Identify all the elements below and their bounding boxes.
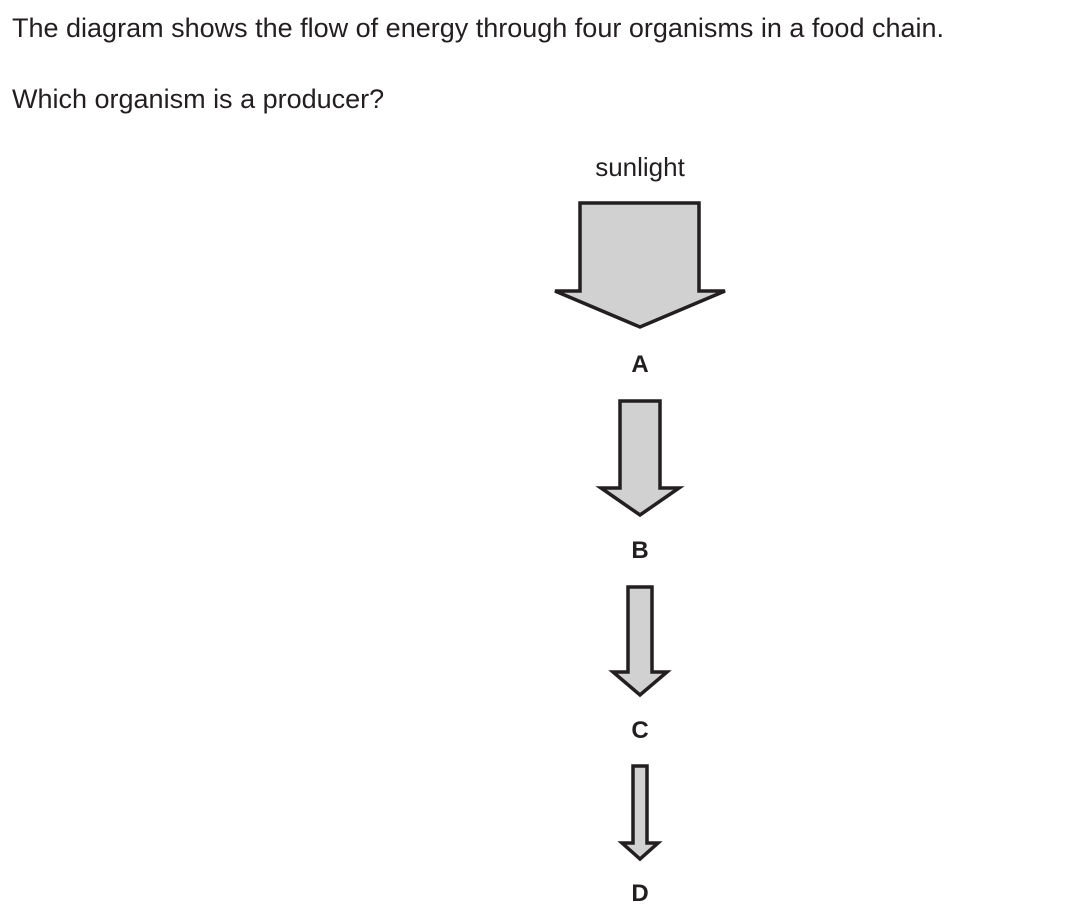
question-prompt: Which organism is a producer? — [12, 84, 385, 114]
question-intro: The diagram shows the flow of energy thr… — [12, 13, 945, 43]
energy-arrow-a-to-b — [595, 399, 685, 518]
energy-arrow-b-to-c — [608, 585, 672, 698]
organism-label-c: C — [631, 717, 649, 744]
organism-label-b: B — [631, 537, 649, 564]
energy-arrow-c-to-d — [617, 764, 663, 862]
sunlight-label: sunlight — [595, 152, 685, 182]
sunlight-arrow — [554, 201, 726, 329]
organism-label-d: D — [631, 880, 649, 907]
organism-label-a: A — [631, 351, 649, 378]
